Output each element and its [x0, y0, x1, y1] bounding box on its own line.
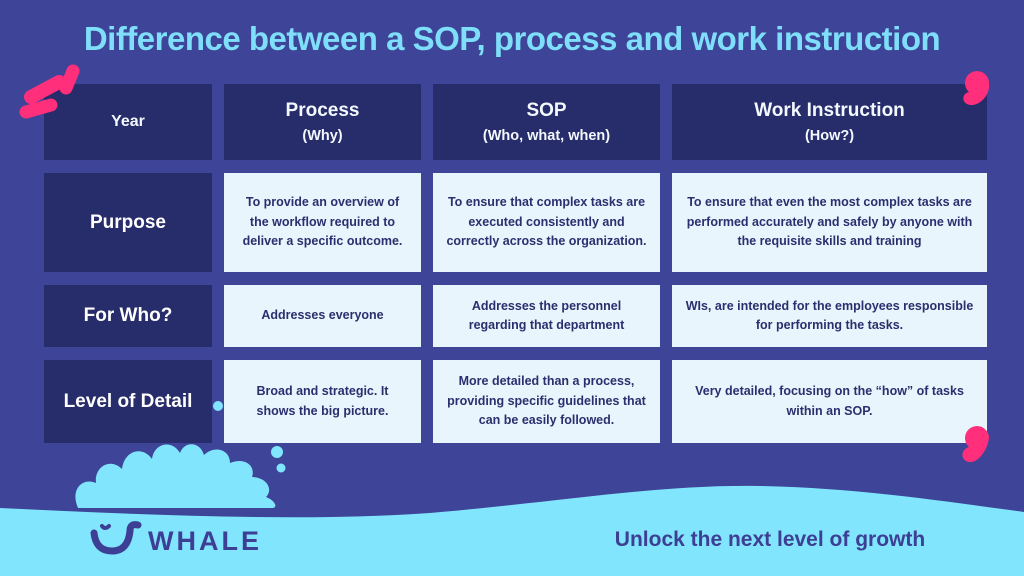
page-title: Difference between a SOP, process and wo… — [83, 20, 941, 57]
header-label: Work Instruction — [754, 100, 905, 121]
header-subtitle: (Who, what, when) — [482, 128, 611, 144]
cell-purpose-work-instruction: To ensure that even the most complex tas… — [672, 173, 987, 272]
cell-for-who-sop: Addresses the personnel regarding that d… — [433, 285, 660, 347]
cell-level-sop: More detailed than a process, providing … — [433, 360, 660, 443]
header-label: Year — [111, 113, 145, 130]
header-cell-sop: SOP (Who, what, when) — [433, 84, 660, 160]
header-subtitle: (How?) — [804, 128, 855, 144]
row-label-for-who: For Who? — [44, 285, 212, 347]
cell-for-who-process: Addresses everyone — [224, 285, 421, 347]
wave — [0, 401, 1024, 576]
cell-level-process: Broad and strategic. It shows the big pi… — [224, 360, 421, 443]
sparkle-dashes-icon — [19, 64, 80, 119]
footer-tagline: Unlock the next level of growth — [614, 528, 926, 551]
comparison-table: Year Process (Why) SOP (Who, what, when)… — [44, 84, 987, 443]
header-cell-work-instruction: Work Instruction (How?) — [672, 84, 987, 160]
header-subtitle: (Why) — [302, 128, 343, 144]
cell-purpose-sop: To ensure that complex tasks are execute… — [433, 173, 660, 272]
header-cell-process: Process (Why) — [224, 84, 421, 160]
header-label: Process — [285, 100, 360, 121]
pink-blob-icon — [962, 426, 989, 463]
header-cell-year: Year — [44, 84, 212, 160]
paint-splash — [75, 401, 286, 508]
cell-purpose-process: To provide an overview of the workflow r… — [224, 173, 421, 272]
header-label: SOP — [526, 100, 567, 121]
pink-blob-icon — [963, 71, 989, 106]
whale-smile-icon — [90, 521, 142, 555]
brand-wordmark: WHALE — [148, 526, 262, 556]
cell-level-work-instruction: Very detailed, focusing on the “how” of … — [672, 360, 987, 443]
row-label-level-of-detail: Level of Detail — [44, 360, 212, 443]
cell-for-who-work-instruction: WIs, are intended for the employees resp… — [672, 285, 987, 347]
row-label-purpose: Purpose — [44, 173, 212, 272]
